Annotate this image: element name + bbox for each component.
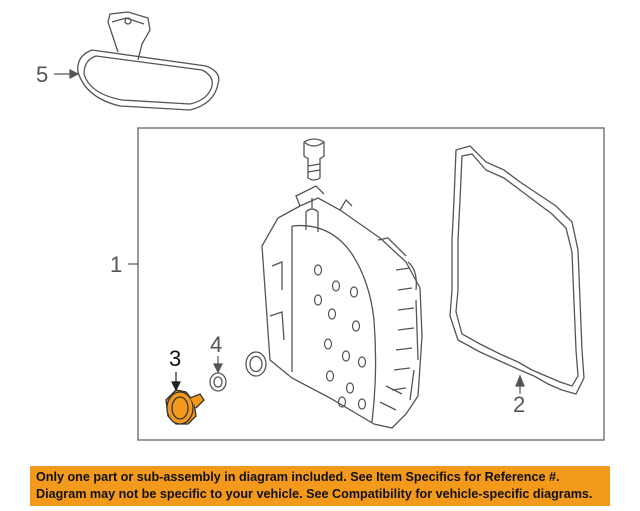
filter-part — [77, 11, 220, 111]
callout-4: 4 — [210, 332, 222, 357]
assembly-frame — [137, 127, 605, 441]
bolt-part — [303, 138, 325, 181]
disclaimer-line-1: Only one part or sub-assembly in diagram… — [36, 470, 560, 484]
gasket-part — [449, 145, 585, 395]
washer-part — [209, 372, 227, 392]
callout-3: 3 — [169, 346, 181, 371]
callout-3-leader — [171, 372, 181, 392]
valve-body-holes — [313, 264, 367, 410]
callout-4-leader — [213, 356, 223, 374]
callout-5: 5 — [36, 62, 48, 87]
valve-body — [261, 185, 423, 429]
callout-5-leader — [54, 69, 80, 79]
callout-1: 1 — [110, 252, 122, 277]
drain-plug-part — [165, 389, 205, 425]
disclaimer-line-2: Diagram may not be specific to your vehi… — [36, 487, 593, 501]
callout-2-leader — [515, 374, 525, 394]
o-ring-part — [245, 351, 267, 377]
callout-2: 2 — [513, 392, 525, 417]
disclaimer-banner: Only one part or sub-assembly in diagram… — [30, 466, 610, 506]
